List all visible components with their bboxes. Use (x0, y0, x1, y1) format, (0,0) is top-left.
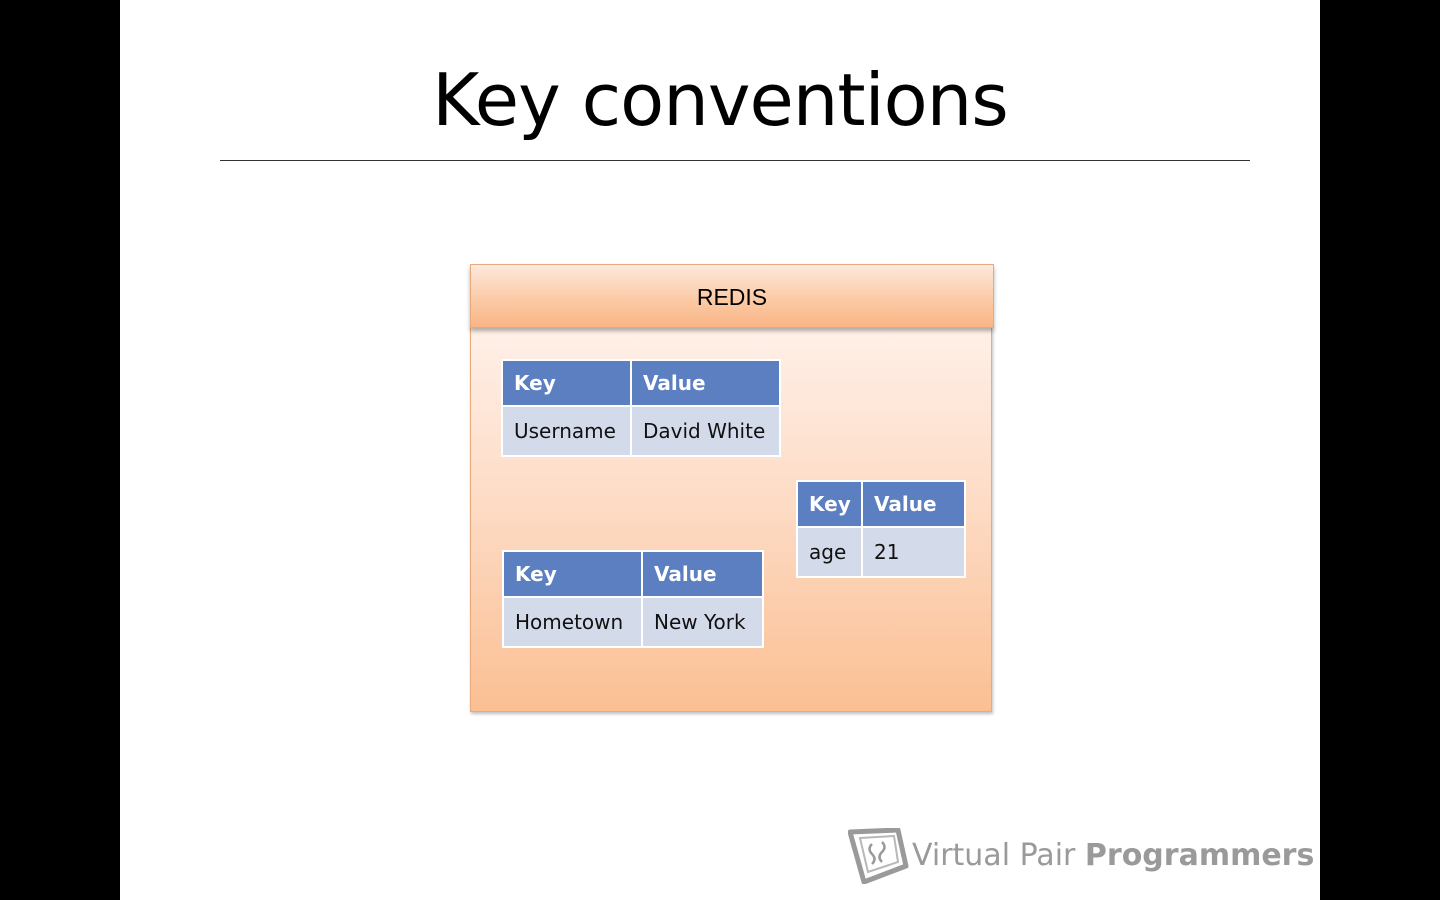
vpp-logo-text: Virtual Pair Programmers (912, 838, 1314, 873)
kv-table-age: Key Value age 21 (796, 480, 966, 578)
kv-table-hometown: Key Value Hometown New York (502, 550, 764, 648)
table-cell-key: Hometown (502, 596, 643, 648)
table-header-key: Key (501, 359, 632, 407)
redis-container-label: REDIS (470, 264, 994, 328)
title-divider (220, 160, 1250, 161)
vpp-logo-icon (848, 828, 909, 884)
table-header-value: Value (630, 359, 781, 407)
table-header-value: Value (641, 550, 764, 598)
slide: Key conventions REDIS Key Value Username… (120, 0, 1320, 900)
kv-table-username: Key Value Username David White (501, 359, 781, 457)
table-cell-value: David White (630, 405, 781, 457)
vpp-logo-text-part1: Virtual Pair (912, 838, 1085, 873)
table-cell-value: 21 (861, 526, 966, 578)
table-cell-value: New York (641, 596, 764, 648)
vpp-logo-text-part2: Programmers (1084, 838, 1315, 873)
table-cell-key: Username (501, 405, 632, 457)
table-cell-key: age (796, 526, 863, 578)
table-header-value: Value (861, 480, 966, 528)
table-header-key: Key (502, 550, 643, 598)
slide-title: Key conventions (432, 58, 1009, 142)
table-header-key: Key (796, 480, 863, 528)
